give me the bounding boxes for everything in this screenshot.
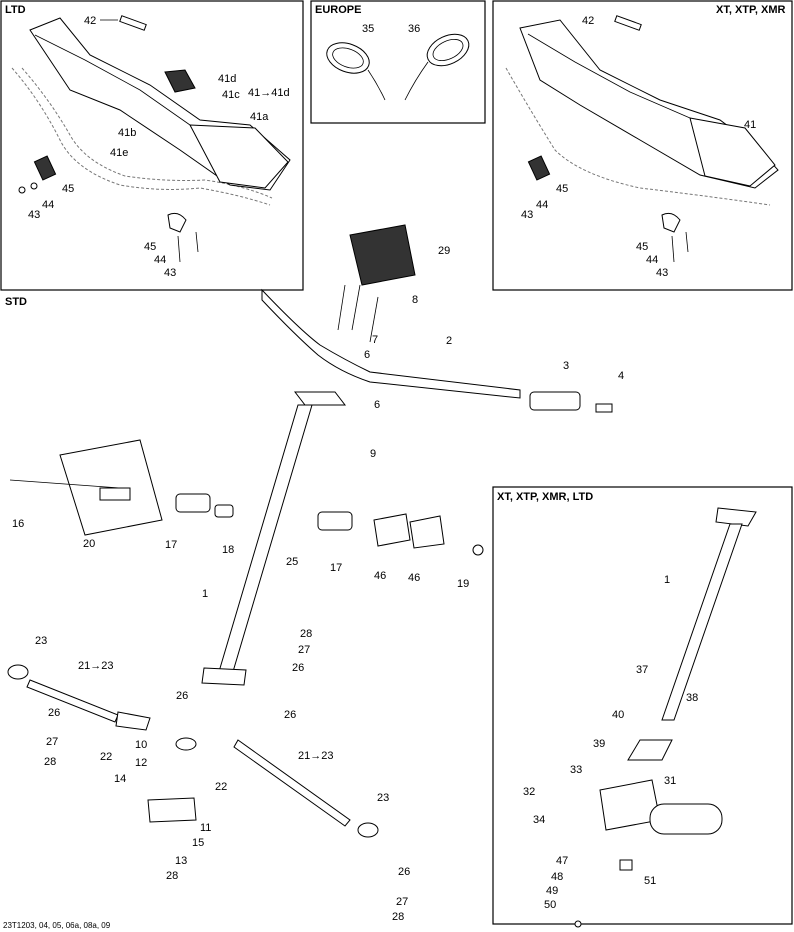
std-section-title: STD [5,296,27,308]
xt-ltd-column-drawing [574,507,757,928]
callout-48: 48 [551,871,563,883]
callout-40: 40 [612,709,624,721]
callout-19: 19 [457,578,469,590]
callout-32: 32 [523,786,535,798]
callout-15: 15 [192,837,204,849]
callout-13: 13 [175,855,187,867]
callout-39: 39 [593,738,605,750]
callout-6-b: 6 [374,399,380,411]
callout-44-xt-a: 44 [536,199,548,211]
callout-45-b: 45 [144,241,156,253]
callout-43-xt-a: 43 [521,209,533,221]
callout-17-a: 17 [165,539,177,551]
callout-26-c: 26 [176,690,188,702]
callout-38: 38 [686,692,698,704]
callout-42-xt: 42 [582,15,594,27]
callout-34: 34 [533,814,545,826]
callout-8: 8 [412,294,418,306]
callout-36: 36 [408,23,420,35]
callout-3: 3 [563,360,569,372]
callout-2: 2 [446,335,452,347]
callout-25: 25 [286,556,298,568]
callout-21-23-b: 21→23 [298,750,333,762]
callout-23-b: 23 [377,792,389,804]
callout-41e: 41e [110,147,128,159]
callout-6-a: 6 [364,349,370,361]
callout-26-b: 26 [48,707,60,719]
callout-27-b: 27 [46,736,58,748]
callout-28-a: 28 [300,628,312,640]
callout-45-xt-b: 45 [636,241,648,253]
xt-ltd-column-callouts: 1 37 38 40 39 33 32 31 34 47 48 51 49 50 [523,574,698,911]
callout-31: 31 [664,775,676,787]
callout-42: 42 [84,15,96,27]
callout-28-d: 28 [392,911,404,923]
callout-28-c: 28 [166,870,178,882]
callout-46-a: 46 [374,570,386,582]
callout-29: 29 [438,245,450,257]
callout-49: 49 [546,885,558,897]
callout-28-b: 28 [44,756,56,768]
callout-20: 20 [83,538,95,550]
callout-11: 11 [200,822,211,834]
xt-handguard-drawing [505,15,779,263]
callout-22-b: 22 [215,781,227,793]
callout-45-xt-a: 45 [556,183,568,195]
ltd-handguard-drawing [11,15,291,263]
callout-23-a: 23 [35,635,47,647]
xt-panel-title: XT, XTP, XMR [716,4,786,16]
callout-4: 4 [618,370,624,382]
callout-18: 18 [222,544,234,556]
callout-44-b: 44 [154,254,166,266]
callout-26-e: 26 [398,866,410,878]
ltd-panel-title: LTD [5,4,26,16]
callout-41-ref: 41→41d [248,87,290,99]
std-callouts: 29 8 7 6 2 3 4 6 9 16 20 17 18 25 17 46 … [12,245,624,923]
callout-26-a: 26 [292,662,304,674]
callout-37: 37 [636,664,648,676]
callout-35: 35 [362,23,374,35]
callout-46-b: 46 [408,572,420,584]
xt-ltd-column-panel-title: XT, XTP, XMR, LTD [497,491,593,503]
callout-16: 16 [12,518,24,530]
callout-26-d: 26 [284,709,296,721]
callout-45-a: 45 [62,183,74,195]
callout-27-c: 27 [396,896,408,908]
std-steering-drawing [7,224,613,838]
xt-ltd-column-panel-frame [492,486,793,925]
callout-14: 14 [114,773,126,785]
europe-mirrors-drawing [326,33,470,101]
diagram-reference-code: 23T1203, 04, 05, 06a, 08a, 09 [3,921,111,930]
callout-43-b: 43 [164,267,176,279]
xt-callouts: 42 41 45 43 44 45 44 43 [521,15,756,279]
callout-43-xt-b: 43 [656,267,668,279]
callout-33: 33 [570,764,582,776]
callout-1: 1 [202,588,208,600]
callout-1-xt: 1 [664,574,670,586]
callout-10: 10 [135,739,147,751]
callout-9: 9 [370,448,376,460]
ltd-callouts: 42 41d 41c 41→41d 41a 41b 41e 45 43 44 4… [28,15,290,279]
callout-51: 51 [644,875,656,887]
callout-47: 47 [556,855,568,867]
callout-12: 12 [135,757,147,769]
callout-41a: 41a [250,111,269,123]
callout-44-xt-b: 44 [646,254,658,266]
callout-41c: 41c [222,89,240,101]
callout-50: 50 [544,899,556,911]
callout-17-b: 17 [330,562,342,574]
callout-41b: 41b [118,127,136,139]
callout-41-xt: 41 [744,119,756,131]
callout-43-a: 43 [28,209,40,221]
callout-21-23-a: 21→23 [78,660,113,672]
callout-41d: 41d [218,73,236,85]
europe-panel-title: EUROPE [315,4,361,16]
callout-7: 7 [372,334,378,346]
callout-27-a: 27 [298,644,310,656]
callout-22-a: 22 [100,751,112,763]
callout-44-a: 44 [42,199,54,211]
